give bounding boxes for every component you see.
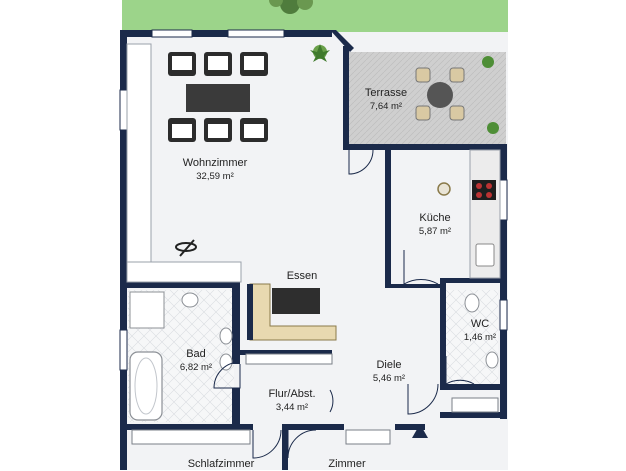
room-name: Flur/Abst.: [268, 388, 316, 400]
room-name: Schlafzimmer: [187, 458, 255, 470]
bathroom-fixtures: [129, 291, 233, 421]
room-zimmer: Zimmer: [312, 458, 382, 471]
room-name: Terrasse: [364, 87, 408, 99]
room-divider: [126, 43, 242, 283]
room-wohnzimmer: Wohnzimmer 32,59 m²: [160, 157, 270, 183]
room-bad: Bad 6,82 m²: [166, 348, 226, 374]
tree-icon: [269, 0, 313, 14]
wardrobes: [131, 353, 499, 445]
terrace-table: [415, 67, 465, 121]
lamp-icon: [175, 239, 197, 257]
room-name: Essen: [286, 270, 318, 282]
room-wc: WC 1,46 m²: [462, 318, 498, 344]
plant-icon: [310, 44, 330, 62]
room-flur: Flur/Abst. 3,44 m²: [252, 388, 332, 414]
room-name: Zimmer: [328, 458, 366, 470]
room-area: 3,44 m²: [275, 402, 309, 413]
room-area: 1,46 m²: [463, 332, 497, 343]
lawn: [122, 0, 508, 34]
room-area: 5,87 m²: [418, 226, 452, 237]
room-diele: Diele 5,46 m²: [354, 359, 424, 385]
room-name: Bad: [186, 348, 206, 360]
windows: [119, 29, 508, 371]
dining-bench: [247, 283, 337, 341]
room-area: 7,64 m²: [369, 101, 403, 112]
room-essen: Essen: [272, 270, 332, 283]
room-area: 6,82 m²: [179, 362, 213, 373]
entrance-arrow-icon: [412, 424, 428, 438]
room-kueche: Küche 5,87 m²: [400, 212, 470, 238]
kitchen-counter: [437, 149, 501, 279]
room-name: Wohnzimmer: [182, 157, 248, 169]
wc-fixtures: [464, 293, 499, 369]
room-area: 5,46 m²: [372, 373, 406, 384]
room-area: 32,59 m²: [196, 171, 234, 182]
doors: [213, 149, 475, 459]
walls: [120, 30, 507, 470]
plant-icon: [482, 56, 499, 134]
room-terrasse: Terrasse 7,64 m²: [350, 87, 422, 113]
dining-table: [168, 52, 268, 142]
room-name: Diele: [376, 359, 402, 371]
room-name: Küche: [419, 212, 451, 224]
room-schlafzimmer: Schlafzimmer: [166, 458, 276, 471]
room-name: WC: [470, 318, 490, 330]
